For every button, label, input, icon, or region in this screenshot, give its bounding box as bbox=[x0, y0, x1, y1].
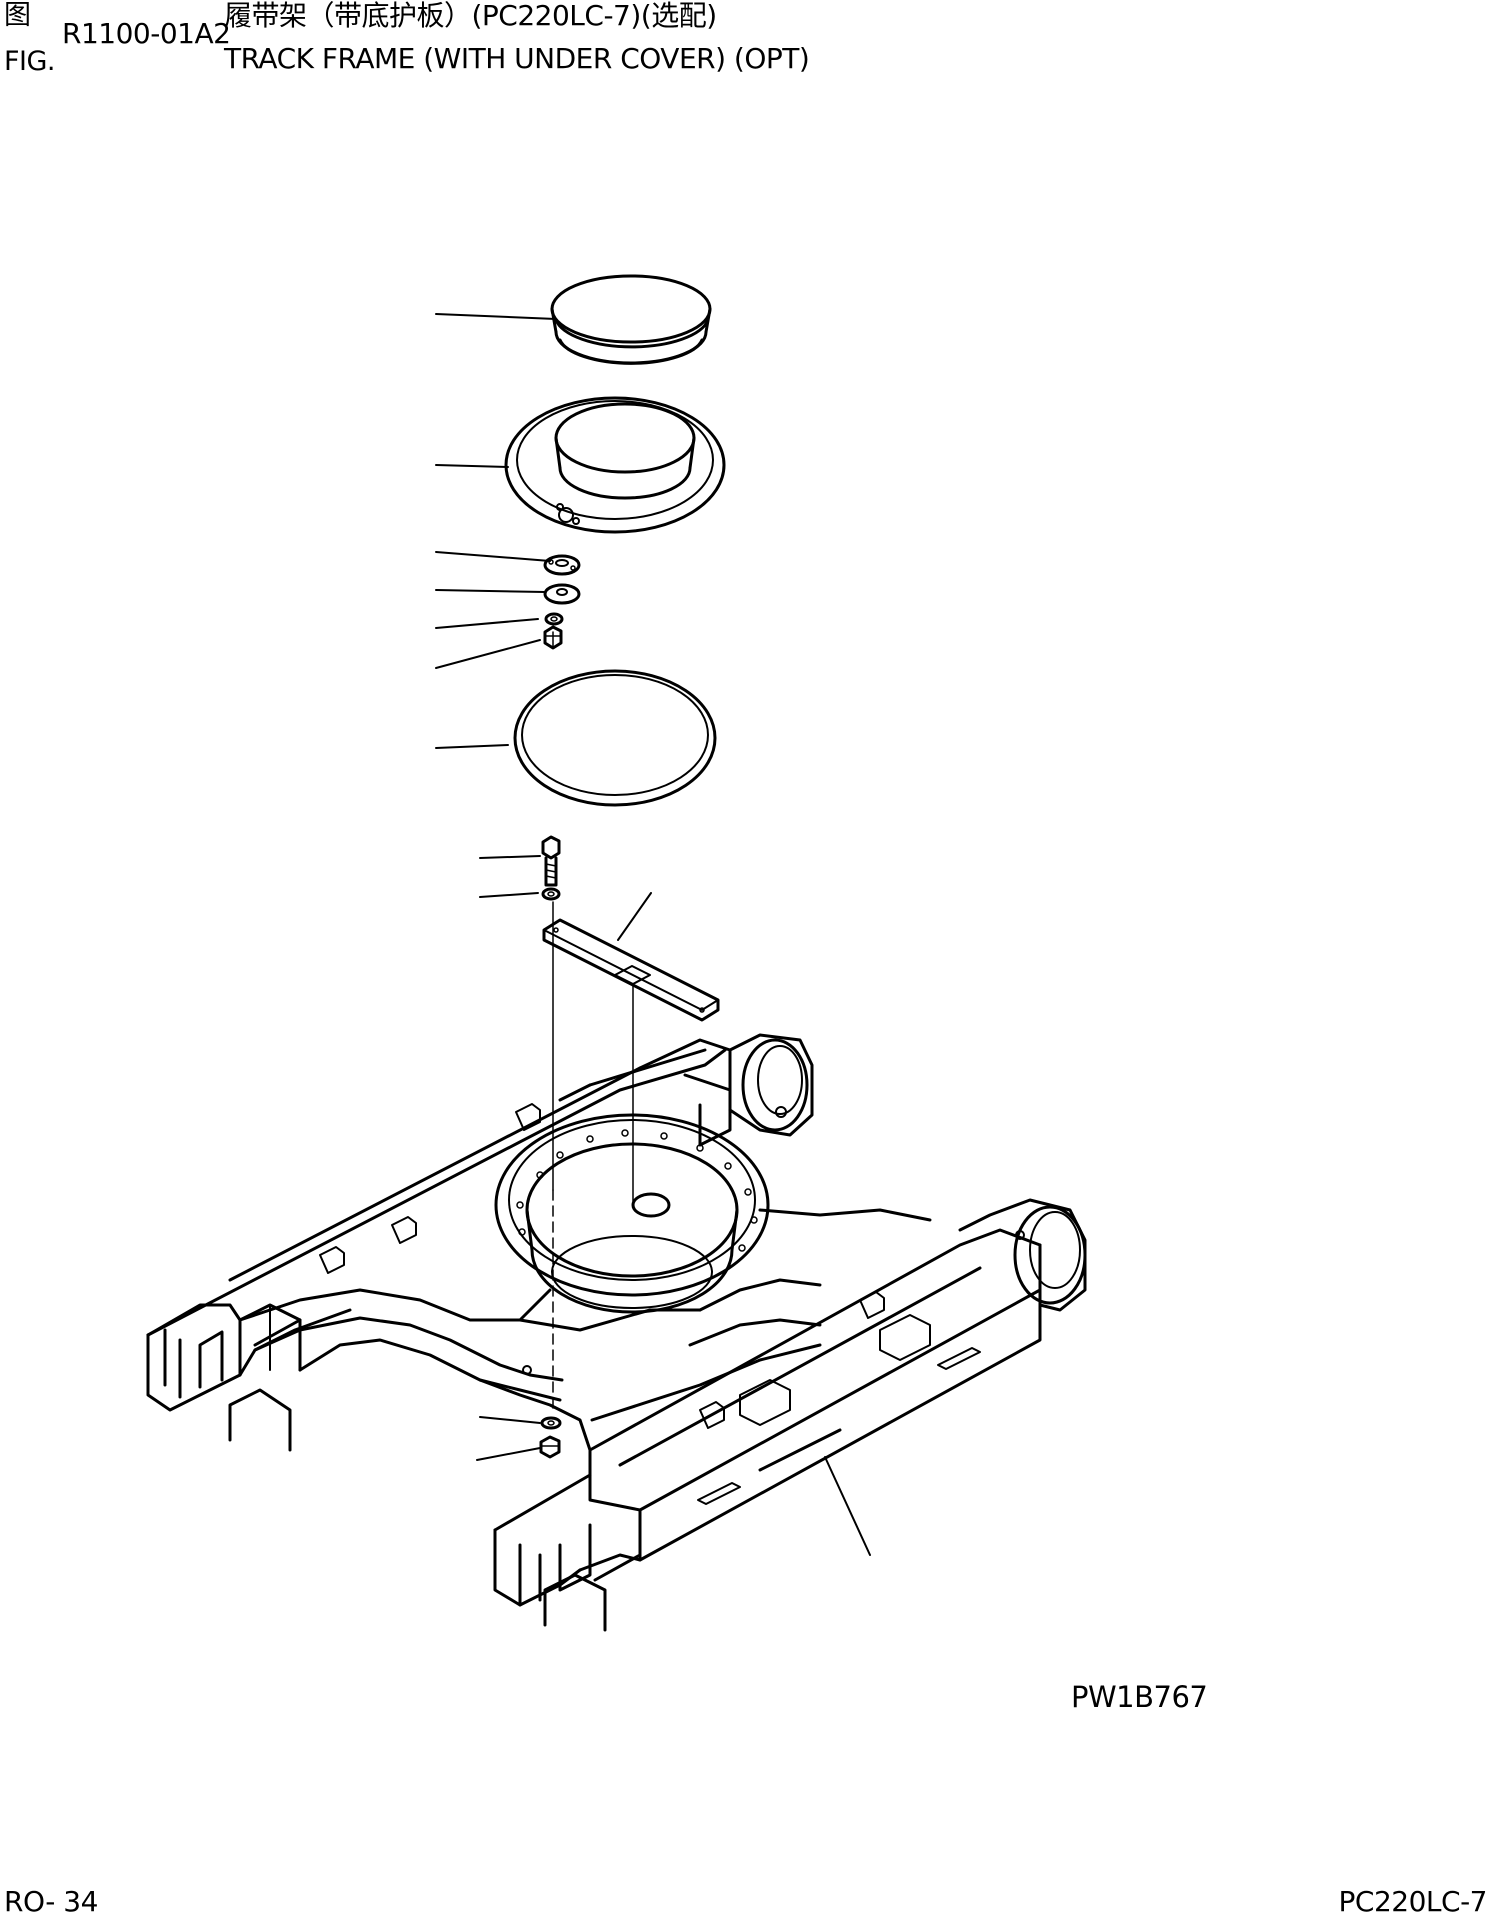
seal-ring bbox=[513, 669, 717, 807]
gasket-flange bbox=[543, 554, 581, 576]
cover-plate bbox=[504, 396, 726, 534]
washer bbox=[544, 612, 564, 626]
under-cover bbox=[542, 918, 720, 1022]
fig-label-en: FIG. bbox=[4, 46, 56, 77]
fig-label-cn: 图 bbox=[4, 0, 31, 31]
bolt-washer bbox=[541, 887, 561, 901]
bottom-nut bbox=[539, 1435, 561, 1459]
assembly-axis-lines bbox=[552, 901, 634, 1411]
bottom-washer bbox=[540, 1416, 562, 1430]
nut bbox=[543, 625, 563, 650]
model-number: PC220LC-7 bbox=[1338, 1885, 1488, 1918]
drawing-code: PW1B767 bbox=[1071, 1680, 1208, 1714]
track-frame bbox=[146, 1033, 1087, 1632]
bolt bbox=[541, 835, 561, 887]
page-number: RO- 34 bbox=[4, 1885, 98, 1918]
title-en: TRACK FRAME (WITH UNDER COVER) (OPT) bbox=[224, 42, 810, 75]
leader-lines bbox=[435, 313, 871, 1556]
title-cn: 履带架（带底护板）(PC220LC-7)(选配) bbox=[224, 0, 717, 32]
fig-number: R1100-01A2 bbox=[62, 17, 231, 50]
gasket bbox=[543, 583, 581, 605]
retainer-ring bbox=[550, 274, 712, 365]
